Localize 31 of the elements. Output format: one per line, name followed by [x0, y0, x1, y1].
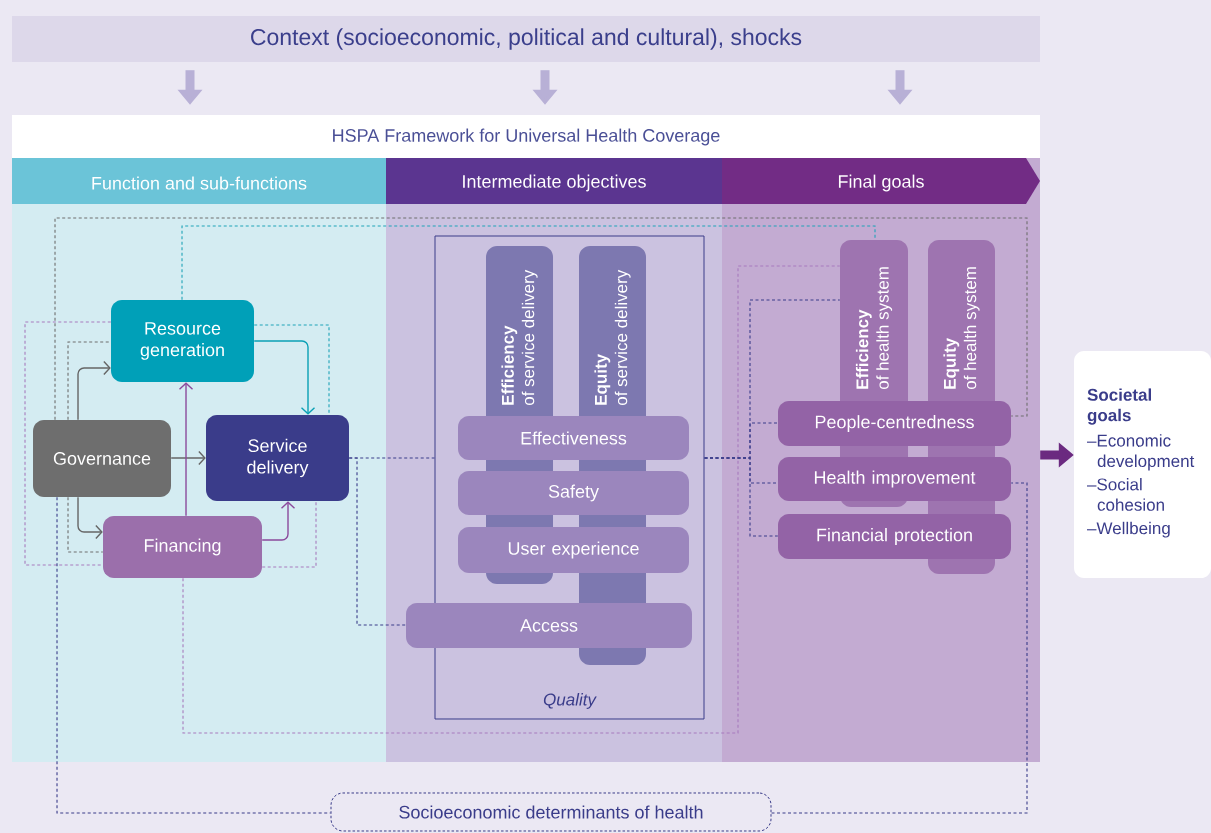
objective-box: Effectiveness [458, 416, 689, 460]
dashed-connector [24, 321, 112, 566]
objective-box: Safety [458, 471, 689, 515]
dashed-connector [181, 225, 876, 301]
process-box: Governance [33, 420, 171, 497]
dashed-connector [182, 265, 841, 734]
goals-card: Societal goals –Economic development –Social cohesion –Wellbeing [1074, 351, 1211, 578]
arrow [77, 360, 111, 421]
arrow [253, 340, 316, 415]
arrow [261, 501, 296, 541]
process-box: Service delivery [206, 415, 349, 501]
process-box: Financing [103, 516, 262, 578]
objective-box: User experience [458, 527, 689, 573]
dashed-connector [770, 482, 1028, 814]
dashed-connector [703, 457, 779, 537]
arrow [170, 450, 206, 466]
determinants-box: Socioeconomic determinants of health [330, 792, 772, 832]
dashed-connector [67, 496, 104, 553]
goal-box: People-centredness [778, 401, 1011, 446]
context-banner: Context (socioeconomic, political and cultural), shocks [12, 16, 1040, 62]
dashed-connector [56, 496, 332, 814]
arrow [178, 382, 194, 517]
dashed-connector [261, 500, 317, 568]
dashed-connector [348, 457, 407, 626]
framework-title-band: HSPA Framework for Universal Health Coverage [12, 115, 1040, 158]
process-box: Resource generation [111, 300, 254, 382]
dashed-connector [54, 217, 1028, 421]
goal-box: Health improvement [778, 457, 1011, 501]
arrow [77, 496, 103, 540]
objective-box: Access [406, 603, 692, 648]
goal-box: Financial protection [778, 514, 1011, 559]
